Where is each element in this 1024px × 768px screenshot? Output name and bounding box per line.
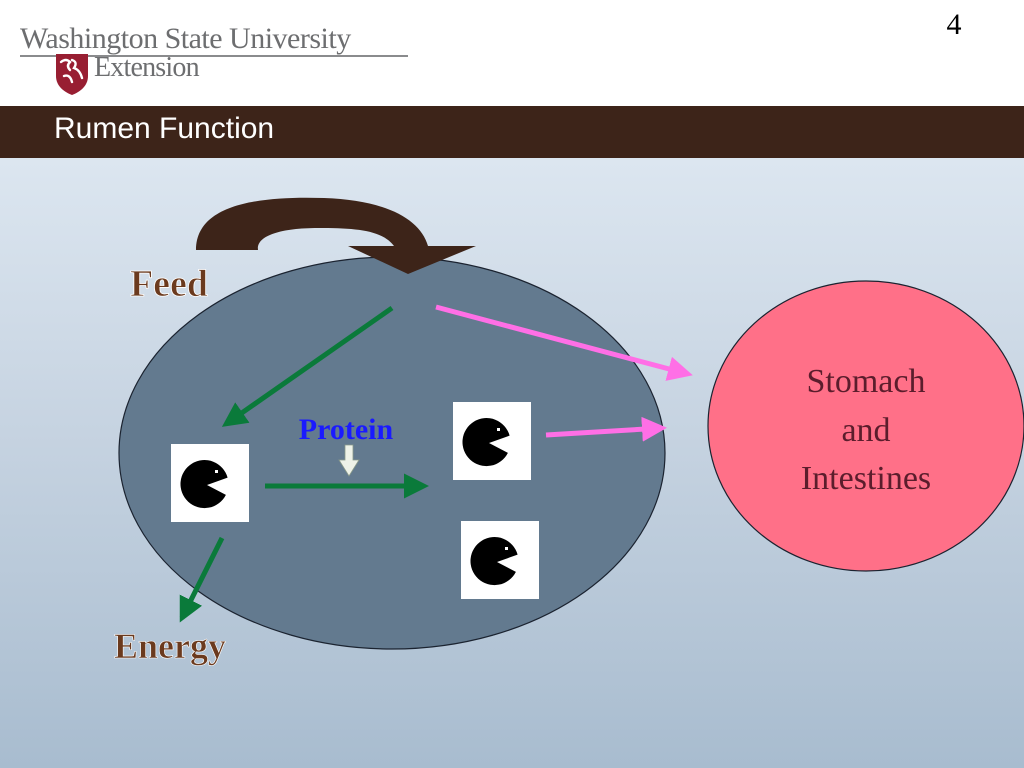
logo-extension: Extension	[94, 52, 200, 83]
logo-rule	[20, 55, 408, 57]
energy-label: Energy	[114, 626, 226, 666]
protein-down-arrow	[338, 444, 360, 477]
rumen-diagram: Feed Protein Energy Stomach and Intestin…	[114, 197, 1024, 666]
feed-input-arrow	[196, 197, 476, 274]
organ-label-line: Stomach	[807, 363, 926, 400]
microbe-icon	[461, 521, 539, 599]
energy-arrow	[179, 536, 225, 623]
slide-content: Feed Protein Energy Stomach and Intestin…	[0, 158, 1024, 768]
logo-university-name: Washington State University	[20, 22, 351, 55]
wsu-extension-logo: Washington State University Extension	[20, 22, 420, 102]
microbe-to-stomach-arrow	[545, 416, 667, 442]
feed-label: Feed	[130, 263, 208, 305]
organ-label-line: and	[841, 412, 890, 449]
feed-to-microbe-arrow	[221, 305, 394, 427]
organ-label-line: Intestines	[801, 460, 931, 497]
protein-label: Protein	[299, 413, 394, 446]
microbe-icon	[171, 444, 249, 522]
slide-title: Rumen Function	[54, 112, 275, 145]
cougar-shield-icon	[56, 54, 88, 95]
title-bar	[0, 106, 1024, 158]
stomach-intestines-circle	[707, 280, 1024, 572]
bypass-feed-arrow	[435, 304, 693, 381]
page-number: 4	[946, 8, 962, 41]
microbe-icon	[453, 402, 531, 480]
slide-header: Washington State University Extension 4	[0, 0, 1024, 106]
